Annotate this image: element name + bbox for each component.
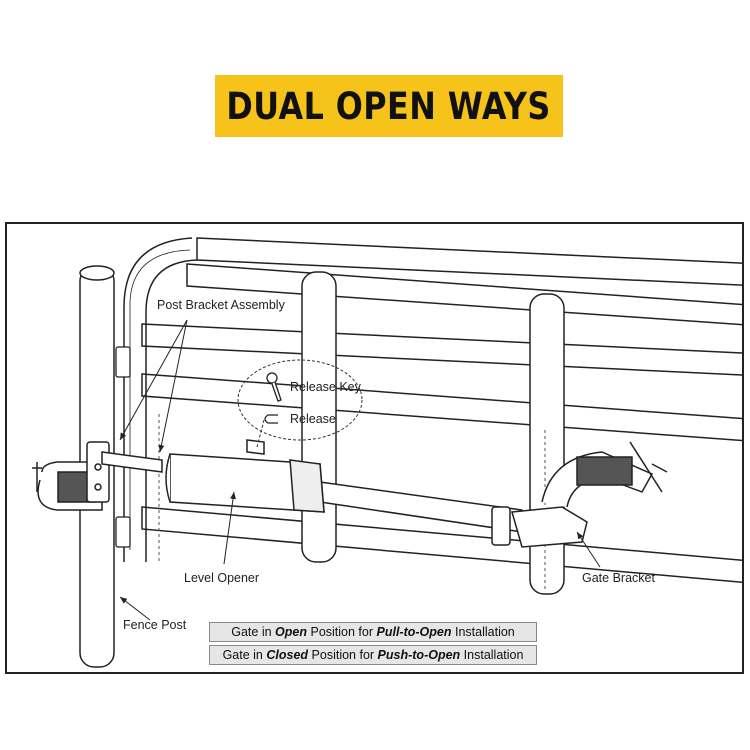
label-level-opener: Level Opener [184,571,260,585]
caption-text: Position for [311,648,375,662]
gate-rail-top [196,237,742,286]
label-release: Release [290,412,336,426]
gate-frame [123,237,198,562]
caption-open-position: Gate in Open Position for Pull-to-Open I… [209,622,537,642]
banner-title: DUAL OPEN WAYS [226,84,552,128]
caption-mode: Push-to-Open [377,648,461,662]
caption-text: Installation [454,625,515,639]
label-gate-bracket: Gate Bracket [582,571,655,585]
caption-state: Closed [266,648,309,662]
gate-opener-illustration [32,237,742,668]
gate-rail-4 [141,373,742,442]
caption-mode: Pull-to-Open [376,625,452,639]
post-bracket-clamp [32,441,163,511]
gate-rails [141,237,742,583]
title-banner: DUAL OPEN WAYS [215,75,563,137]
gate-hinges [115,346,131,548]
caption-text: Position for [310,625,374,639]
release-key-icon [266,372,282,402]
release-key-callout [237,359,363,448]
caption-state: Open [275,625,307,639]
gate-bracket-clamp [511,441,668,548]
label-fence-post: Fence Post [123,618,187,632]
gate-upright-right [529,293,565,595]
caption-text: Gate in [222,648,263,662]
caption-closed-position: Gate in Closed Position for Push-to-Open… [209,645,537,665]
leader-lines [119,319,601,621]
label-post-bracket-assembly: Post Bracket Assembly [157,298,285,312]
gate-rail-3 [141,323,742,376]
release-arrow-icon [264,414,278,424]
caption-text: Gate in [231,625,272,639]
label-release-key: Release Key [290,380,361,394]
caption-text: Installation [463,648,524,662]
level-opener [165,439,523,546]
diagram-frame: Post Bracket Assembly Release Key Releas… [5,222,744,674]
